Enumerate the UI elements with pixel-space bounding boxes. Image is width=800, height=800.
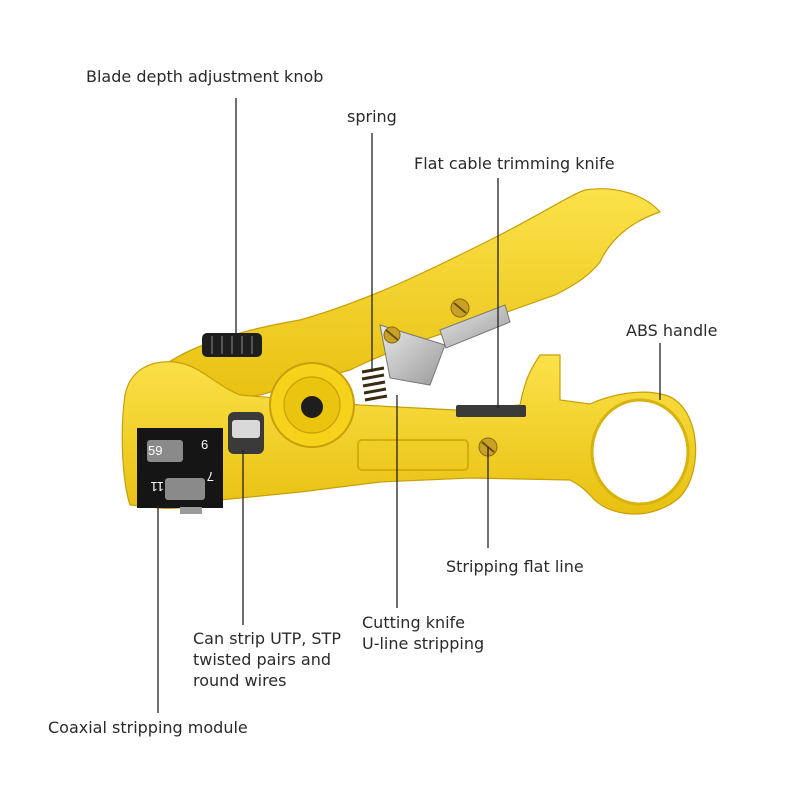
callout-blade-knob: Blade depth adjustment knob bbox=[86, 67, 324, 86]
size-label-6: 6 bbox=[201, 437, 208, 452]
size-label-11: 11 bbox=[151, 479, 165, 494]
body-recess-panel bbox=[357, 439, 469, 471]
callout-flat-knife: Flat cable trimming knife bbox=[414, 154, 615, 173]
callout-abs-handle: ABS handle bbox=[626, 321, 718, 340]
spring-icon bbox=[361, 366, 388, 402]
size-label-7: 7 bbox=[207, 469, 214, 484]
abs-handle-ring bbox=[590, 398, 690, 506]
callout-coaxial: Coaxial stripping module bbox=[48, 718, 248, 737]
size-label-59: 59 bbox=[148, 443, 162, 458]
callout-utp: Can strip UTP, STP twisted pairs and rou… bbox=[193, 629, 341, 690]
pivot-screw-icon bbox=[301, 396, 323, 418]
upper-lever bbox=[149, 188, 662, 402]
flat-trimming-blade bbox=[439, 304, 511, 349]
callout-spring: spring bbox=[347, 107, 397, 126]
callout-stripping-flat: Stripping flat line bbox=[446, 557, 584, 576]
callout-cutting-knife: Cutting knife U-line stripping bbox=[362, 613, 485, 653]
flat-line-slot bbox=[456, 405, 526, 417]
